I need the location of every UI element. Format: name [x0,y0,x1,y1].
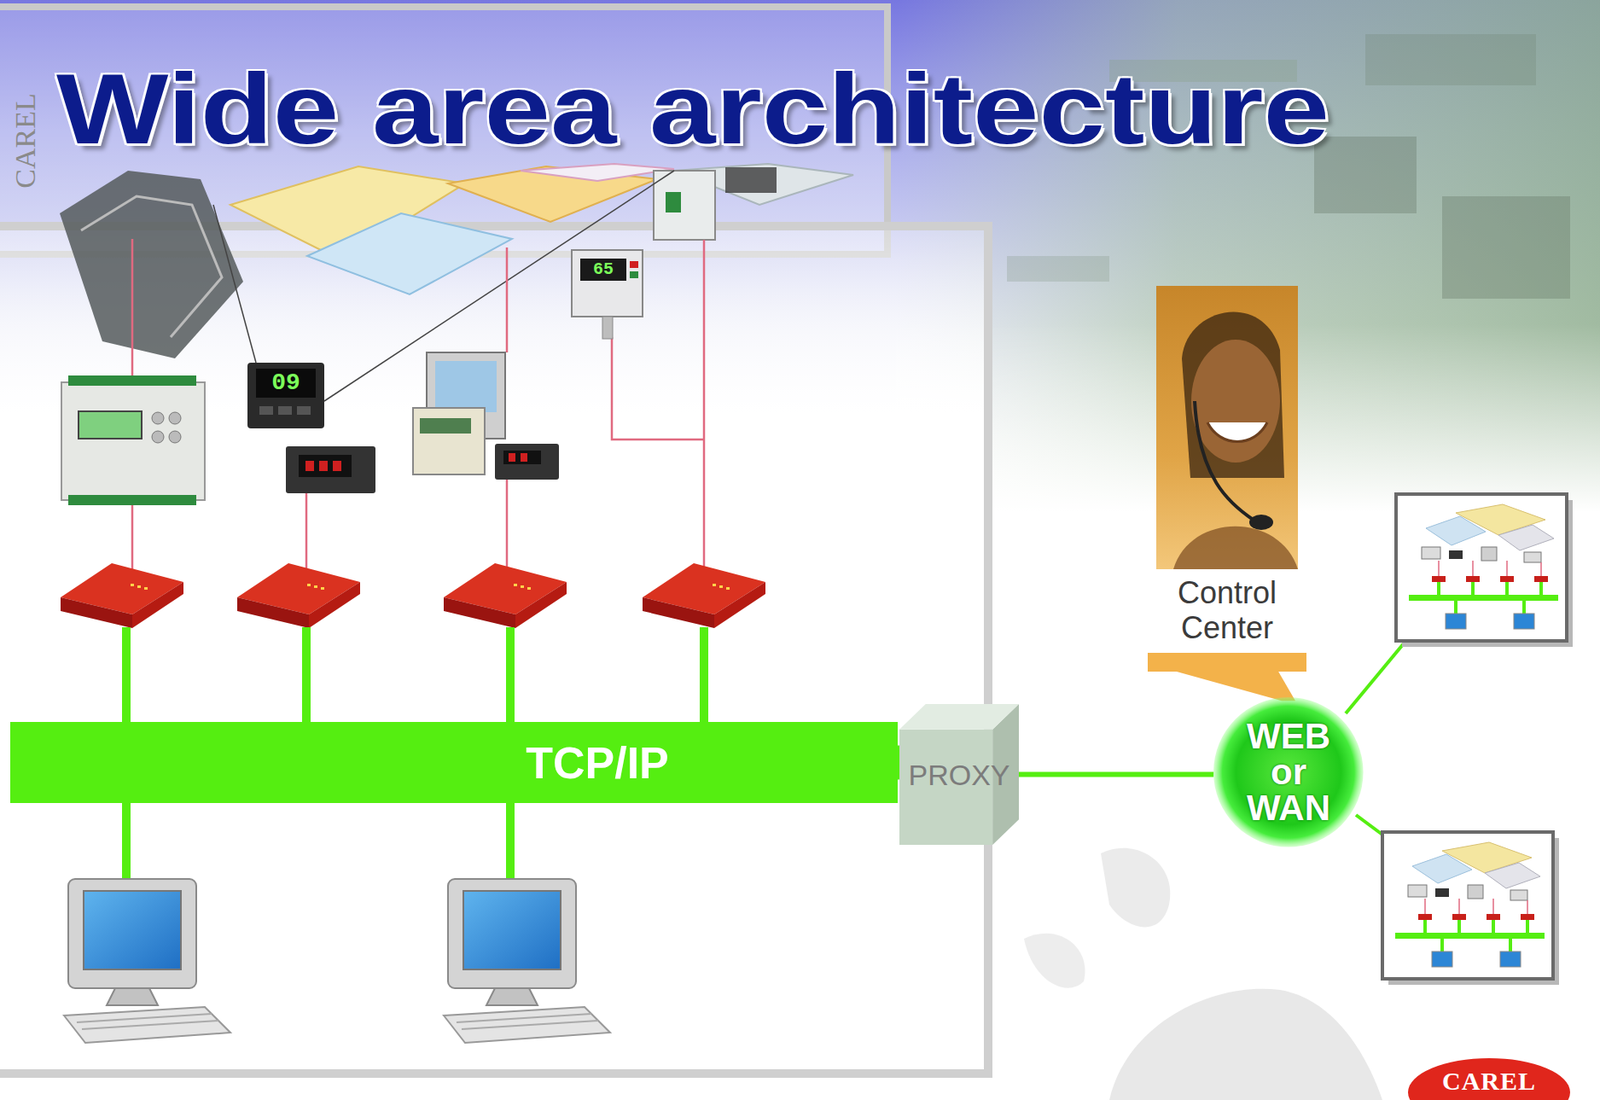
label-holder: CAREL [11,93,41,188]
remote-sites [1345,494,1573,985]
node-text: PROXY [907,760,1010,790]
store-plan [59,163,854,359]
display-digits: 65 [581,258,625,281]
node-text: Control Center [1177,575,1277,646]
display-digits: 09 [258,368,314,398]
label-holder: 09 [258,368,314,398]
control-center-caption: Control Center [1147,570,1307,672]
operator-photo [1156,285,1298,570]
proxy-top [899,704,1019,730]
brand-logo-text: CAREL [1433,1068,1545,1094]
tapered-connector [1175,671,1296,701]
title-holder: Wide area architecture [56,59,1330,159]
wan-circle-shape [1213,697,1364,848]
field-wiring [132,170,704,571]
brand-text: CAREL [11,93,41,188]
node-text: TCP/IP [525,740,670,786]
network-band: TCP/IP [10,721,898,803]
node-text: WEB or WAN [1246,718,1331,827]
proxy-box: PROXY [899,704,1019,845]
label-holder: CAREL [1433,1068,1545,1094]
site-frame [0,6,989,1074]
connector-line [1018,772,1214,778]
label-holder: 65 [581,258,625,281]
wan-circle: WEB or WAN [1213,697,1364,848]
computers [64,878,611,1043]
controllers [61,250,643,506]
brand-logo [1408,1058,1571,1100]
diagram-title: Wide area architecture [56,59,1330,159]
connector-line [897,745,900,780]
